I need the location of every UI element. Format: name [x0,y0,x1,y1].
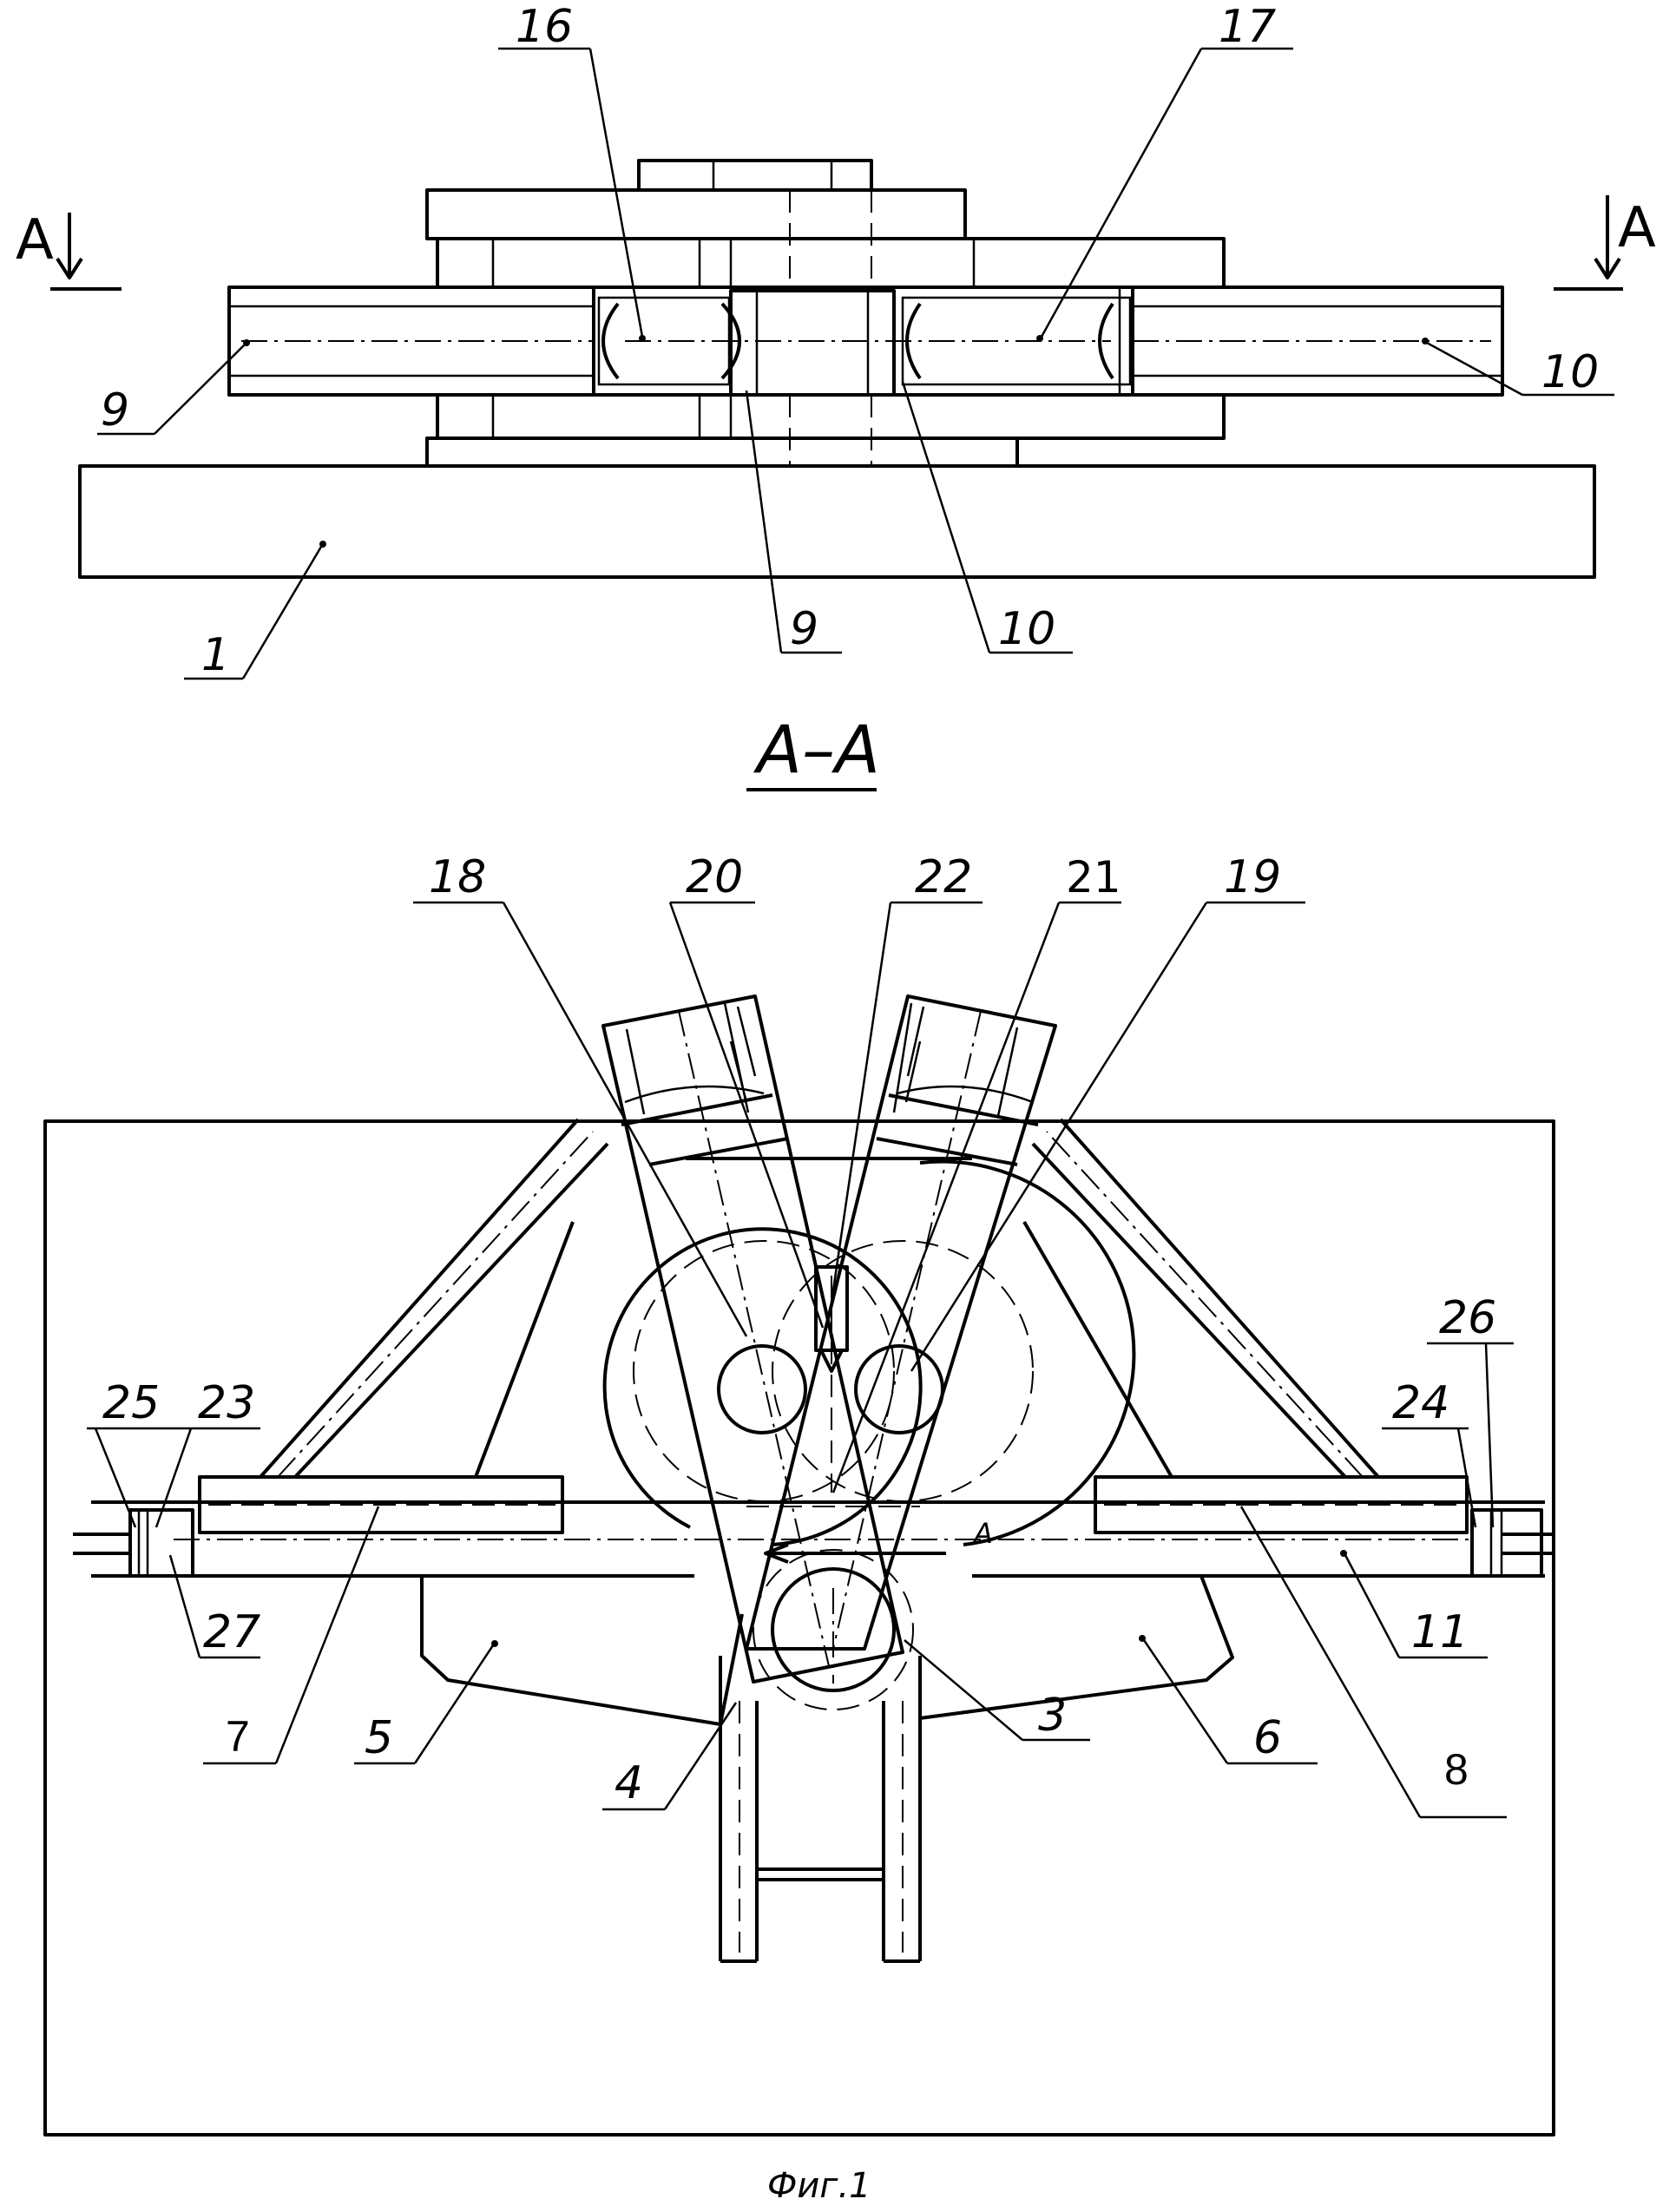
label-6: 6 [1253,1712,1282,1764]
leader-16: 16 [498,1,646,342]
label-5: 5 [365,1712,393,1764]
label-4: 4 [615,1757,643,1809]
leader-18: 18 [413,851,748,1337]
roller-right [854,1344,944,1434]
label-26: 26 [1439,1292,1496,1344]
leader-7: 7 [203,1506,380,1765]
label-17: 17 [1219,1,1276,53]
arm-left [601,994,904,1684]
direction-letter: А [972,1517,993,1550]
base-plate-1 [78,464,1596,579]
lower-body [436,393,1226,440]
leader-10-right: 10 [1422,338,1614,398]
slider-7 [198,1475,564,1534]
roller-left [717,1344,807,1434]
label-16: 16 [516,1,573,53]
leader-11: 11 [1340,1550,1488,1659]
strut-18 [259,1118,580,1479]
label-24: 24 [1392,1377,1449,1429]
strut-19 [1059,1118,1380,1479]
label-8: 8 [1444,1745,1469,1794]
upper-housing [425,188,967,240]
leader-26-24: 26 24 [1382,1292,1514,1528]
section-title: А–А [753,711,880,788]
leader-5: 5 [354,1640,498,1765]
rail-9-left [227,286,595,397]
jaw-6 [919,1575,1234,1720]
section-letter-right: А [1618,196,1656,260]
label-23: 23 [198,1377,255,1429]
frame-plate [43,1119,1555,2137]
slider-8 [1094,1475,1469,1534]
leader-4: 4 [602,1702,738,1811]
label-11: 11 [1411,1606,1469,1658]
leader-17: 17 [1036,1,1293,342]
leader-6: 6 [1139,1635,1318,1765]
leader-19: 19 [910,851,1305,1372]
label-21: 21 [1066,852,1121,903]
leader-8: 8 [1239,1506,1507,1819]
roller-16 [597,296,731,386]
label-27: 27 [203,1606,260,1658]
label-25: 25 [102,1377,160,1429]
leader-22: 22 [830,851,983,1303]
label-9-left: 9 [101,384,129,436]
leader-10-bottom: 10 [901,381,1073,655]
label-22: 22 [915,851,972,903]
upper-body [436,237,1226,289]
gear-right [919,1159,1136,1546]
figure-caption: Фиг.1 [767,2166,871,2206]
arm-right [745,994,1057,1651]
support-legs [719,1656,922,1963]
leader-27: 27 [168,1554,260,1659]
lower-plinth [425,436,1019,468]
leader-3: 3 [904,1639,1090,1742]
top-view: А А 16 17 9 [16,1,1656,681]
leader-9-bottom: 9 [745,390,842,655]
leader-25-23: 25 23 [87,1377,260,1528]
leader-1: 1 [184,541,326,681]
label-3: 3 [1038,1690,1067,1742]
top-cap [637,159,873,192]
leader-20: 20 [668,851,825,1329]
gear-left [602,1227,923,1546]
label-20: 20 [686,851,743,903]
section-mark-left: А [16,208,122,291]
label-10-right: 10 [1541,346,1599,398]
section-view: А 18 20 22 [43,851,1555,2137]
leader-21: 21 [831,852,1121,1493]
roller-3 [771,1567,896,1692]
label-9-bottom: 9 [790,603,818,655]
label-7: 7 [226,1712,250,1761]
label-10-bottom: 10 [998,603,1055,655]
label-19: 19 [1224,851,1281,903]
section-letter-left: А [16,208,54,272]
right-end-stop [1470,1508,1554,1578]
label-1: 1 [201,629,230,681]
center-insert [729,289,896,397]
section-mark-right: А [1554,195,1656,291]
jaw-5 [420,1576,744,1726]
leader-9-left: 9 [97,339,250,436]
label-18: 18 [429,851,486,903]
